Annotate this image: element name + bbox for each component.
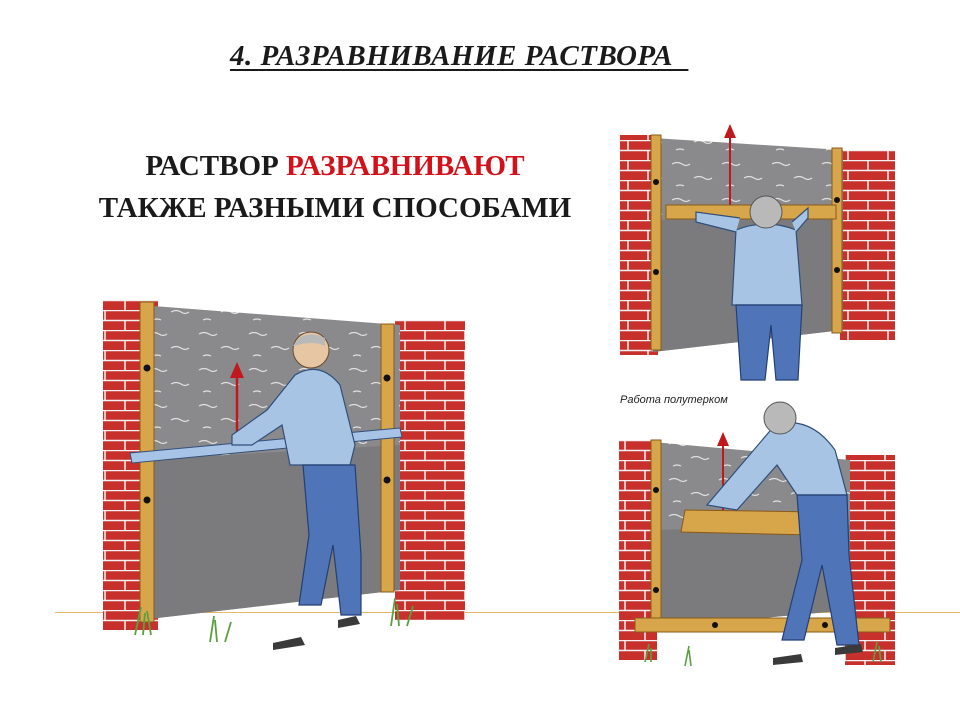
ground-line xyxy=(55,612,960,613)
caption-float-work: Работа полутерком xyxy=(620,394,728,406)
subtitle-line-1: РАСТВОР РАЗРАВНИВАЮТ xyxy=(40,150,630,183)
slide-title: 4. РАЗРАВНИВАНИЕ РАСТВОРА xyxy=(230,40,689,72)
illustration-overhead-leveling xyxy=(620,124,895,381)
illustration-float-leveling xyxy=(619,401,895,667)
subtitle-highlight: РАЗРАВНИВАЮТ xyxy=(285,150,525,182)
subtitle-line-2: ТАКЖЕ РАЗНЫМИ СПОСОБАМИ xyxy=(98,192,572,224)
illustration-rule-leveling xyxy=(103,300,465,650)
subtitle-text: РАСТВОР xyxy=(145,150,286,182)
